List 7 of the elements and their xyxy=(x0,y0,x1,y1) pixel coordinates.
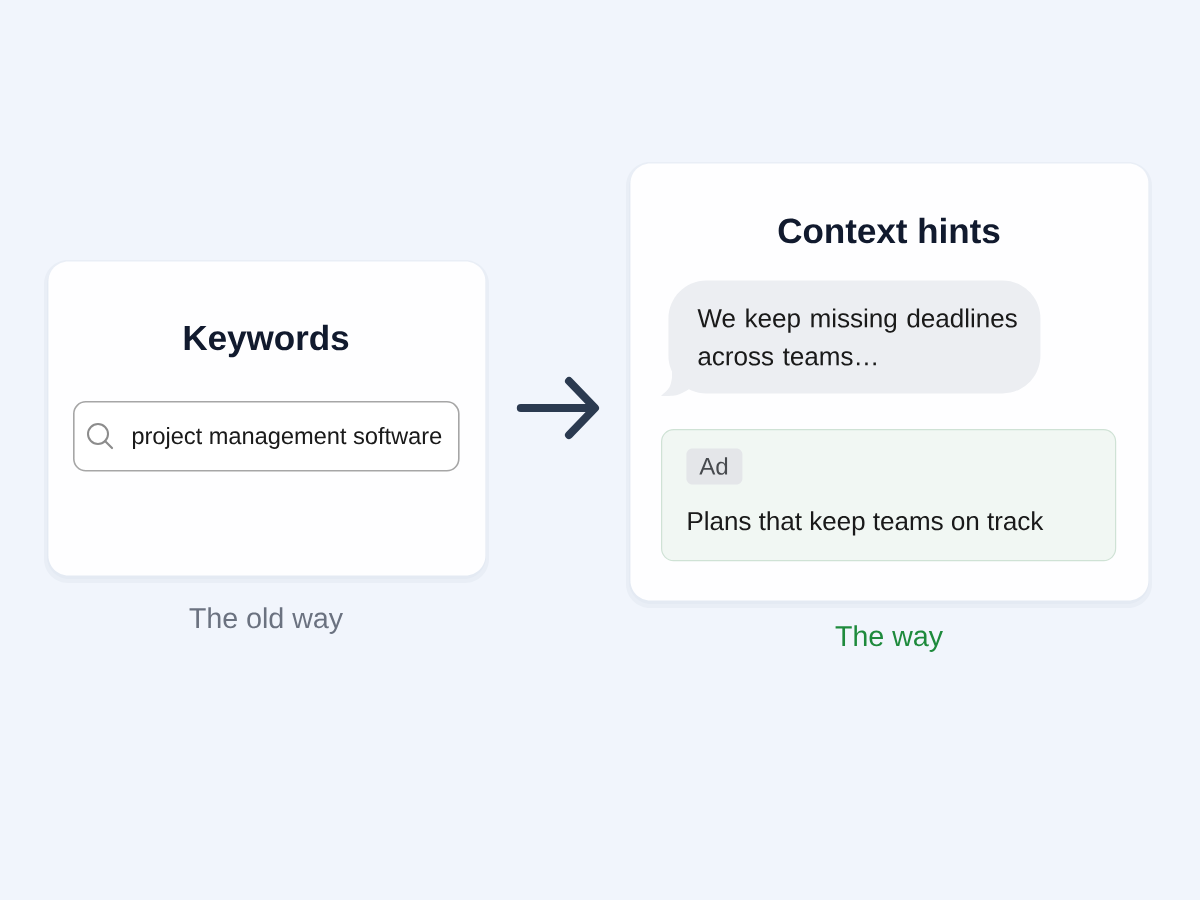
card-heading: Context hints xyxy=(778,217,1000,244)
chat-bubble: We keep missing deadlines across teams… xyxy=(661,280,1041,396)
ad-badge: Ad xyxy=(686,448,743,485)
card-heading: Keywords xyxy=(184,324,349,358)
search-field: project management software xyxy=(73,401,460,472)
node-label: The way xyxy=(835,625,943,652)
node-label: The old way xyxy=(189,607,343,634)
